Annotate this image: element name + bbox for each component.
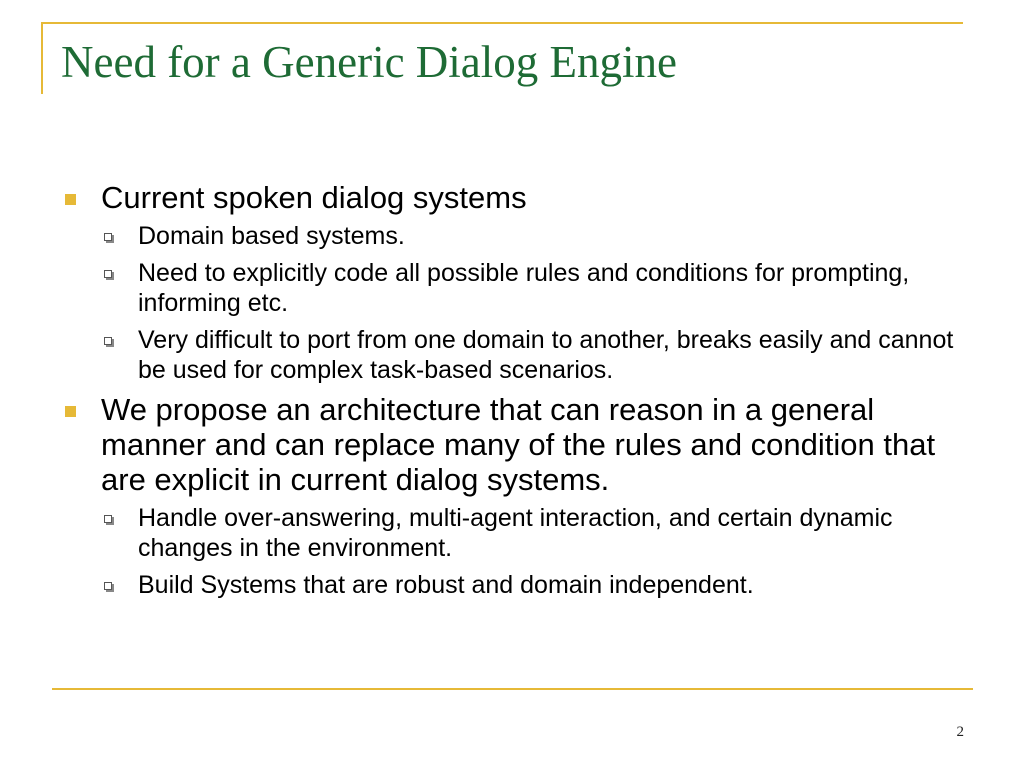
subbullet-list: Handle over-answering, multi-agent inter… [60, 503, 980, 600]
subbullet-item: Build Systems that are robust and domain… [60, 570, 980, 600]
subbullet-text: Need to explicitly code all possible rul… [138, 259, 910, 317]
bullet-item: Current spoken dialog systems [60, 180, 980, 215]
subbullet-item: Very difficult to port from one domain t… [60, 325, 980, 385]
square-bullet-icon [65, 406, 76, 417]
hollow-square-bullet-icon [104, 582, 112, 590]
page-number: 2 [956, 724, 965, 740]
left-divider [41, 22, 43, 94]
subbullet-list: Domain based systems. Need to explicitly… [60, 221, 980, 385]
bullet-text: We propose an architecture that can reas… [101, 392, 936, 497]
bullet-text: Current spoken dialog systems [101, 180, 527, 215]
subbullet-text: Very difficult to port from one domain t… [138, 326, 954, 384]
subbullet-text: Build Systems that are robust and domain… [138, 571, 754, 599]
hollow-square-bullet-icon [104, 233, 112, 241]
bottom-divider [52, 688, 973, 690]
top-divider [41, 22, 963, 24]
subbullet-item: Domain based systems. [60, 221, 980, 251]
slide-title: Need for a Generic Dialog Engine [61, 37, 677, 87]
subbullet-text: Handle over-answering, multi-agent inter… [138, 504, 893, 562]
square-bullet-icon [65, 194, 76, 205]
subbullet-item: Handle over-answering, multi-agent inter… [60, 503, 980, 563]
hollow-square-bullet-icon [104, 270, 112, 278]
subbullet-item: Need to explicitly code all possible rul… [60, 258, 980, 318]
subbullet-text: Domain based systems. [138, 222, 405, 250]
hollow-square-bullet-icon [104, 515, 112, 523]
slide-content: Current spoken dialog systems Domain bas… [60, 180, 980, 607]
hollow-square-bullet-icon [104, 337, 112, 345]
bullet-item: We propose an architecture that can reas… [60, 392, 980, 497]
